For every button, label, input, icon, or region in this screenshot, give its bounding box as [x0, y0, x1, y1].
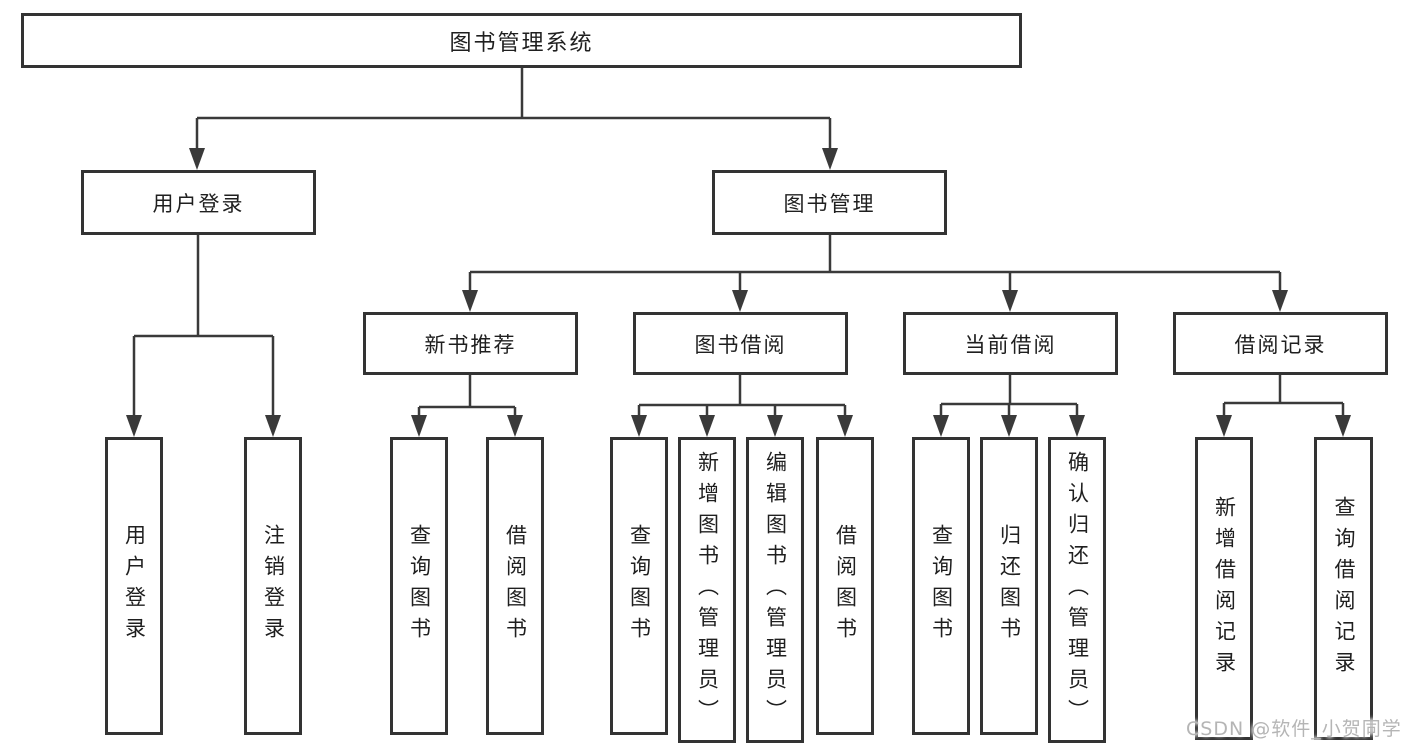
leaf-return-book: 归还图书	[980, 437, 1038, 735]
leaf-confirm-return-admin-label: 确认归还（管理员）	[1065, 450, 1090, 730]
node-book-borrow-label: 图书借阅	[694, 332, 787, 357]
leaf-add-book-admin: 新增图书（管理员）	[678, 437, 736, 743]
node-book-management: 图书管理	[712, 170, 947, 235]
node-borrow-records: 借阅记录	[1173, 312, 1388, 375]
node-root: 图书管理系统	[21, 13, 1022, 68]
node-new-book-recommend-label: 新书推荐	[424, 332, 517, 357]
node-borrow-records-label: 借阅记录	[1234, 332, 1327, 357]
leaf-query-books-3-label: 查询图书	[929, 524, 954, 648]
node-current-borrow: 当前借阅	[903, 312, 1118, 375]
node-new-book-recommend: 新书推荐	[363, 312, 578, 375]
leaf-return-book-label: 归还图书	[997, 524, 1022, 648]
leaf-query-books-2-label: 查询图书	[627, 524, 652, 648]
leaf-edit-book-admin: 编辑图书（管理员）	[746, 437, 804, 743]
leaf-borrow-books: 借阅图书	[486, 437, 544, 735]
leaf-borrow-book-2-label: 借阅图书	[833, 524, 858, 648]
leaf-query-borrow-record: 查询借阅记录	[1314, 437, 1373, 740]
leaf-query-books-2: 查询图书	[610, 437, 668, 735]
leaf-logout-label: 注销登录	[261, 524, 286, 648]
node-user-login-label: 用户登录	[152, 191, 245, 216]
leaf-add-borrow-record: 新增借阅记录	[1195, 437, 1253, 740]
leaf-borrow-books-label: 借阅图书	[503, 524, 528, 648]
leaf-user-login-label: 用户登录	[122, 524, 147, 648]
leaf-user-login: 用户登录	[105, 437, 163, 735]
leaf-borrow-book-2: 借阅图书	[816, 437, 874, 735]
node-book-management-label: 图书管理	[783, 191, 876, 216]
node-root-label: 图书管理系统	[449, 30, 594, 56]
leaf-query-borrow-record-label: 查询借阅记录	[1332, 495, 1356, 682]
leaf-query-books-3: 查询图书	[912, 437, 970, 735]
leaf-query-books: 查询图书	[390, 437, 448, 735]
watermark: CSDN @软件_小贺同学	[1186, 718, 1402, 740]
node-current-borrow-label: 当前借阅	[964, 332, 1057, 357]
leaf-confirm-return-admin: 确认归还（管理员）	[1048, 437, 1106, 743]
leaf-logout: 注销登录	[244, 437, 302, 735]
node-user-login: 用户登录	[81, 170, 316, 235]
leaf-add-borrow-record-label: 新增借阅记录	[1212, 495, 1237, 682]
leaf-add-book-admin-label: 新增图书（管理员）	[695, 450, 720, 730]
node-book-borrow: 图书借阅	[633, 312, 848, 375]
leaf-edit-book-admin-label: 编辑图书（管理员）	[763, 450, 788, 730]
leaf-query-books-label: 查询图书	[407, 524, 432, 648]
